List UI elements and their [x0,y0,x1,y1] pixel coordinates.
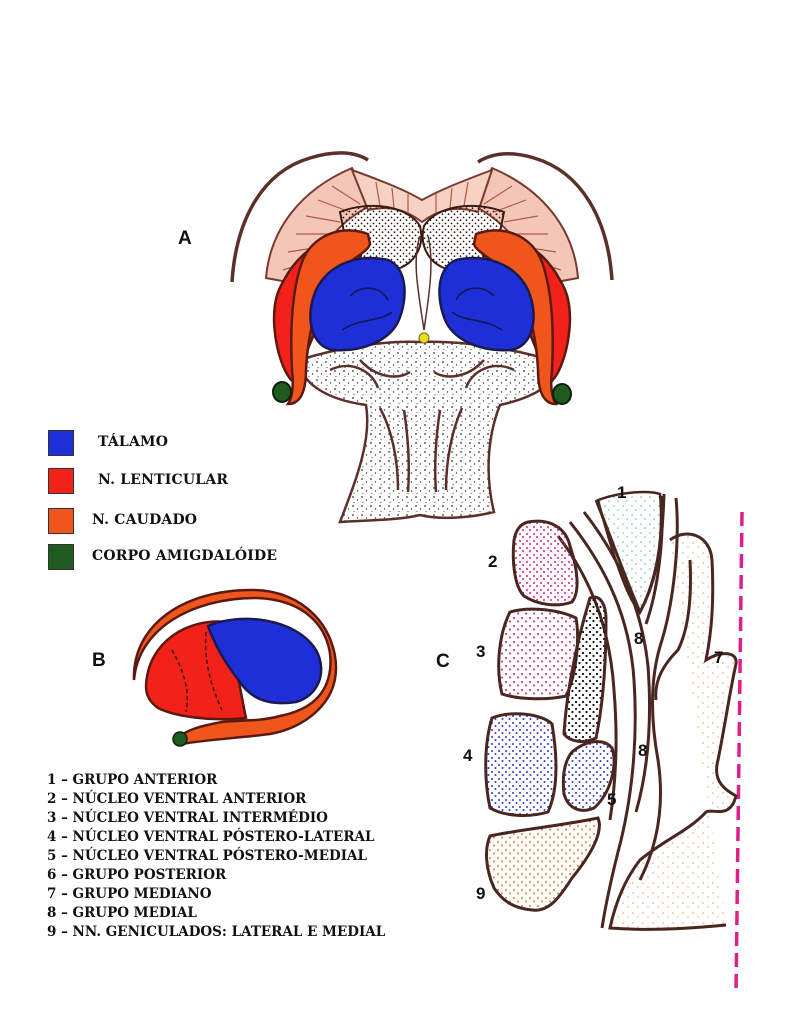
key-item: 3 – NÚCLEO VENTRAL INTERMÉDIO [47,810,328,826]
number-8-upper: 8 [634,629,644,648]
median-group-region [608,532,738,931]
central-yellow-dot [418,332,430,344]
key-item: 1 – GRUPO ANTERIOR [47,772,218,788]
figure-c-label: C [436,651,450,672]
right-amygdaloid-body [552,383,572,405]
legend-label: N. LENTICULAR [98,472,229,488]
key-item: 4 – NÚCLEO VENTRAL PÓSTERO-LATERAL [47,829,375,845]
geniculate-nuclei [485,816,601,912]
legend-swatch [48,430,74,456]
number-1: 1 [617,483,627,502]
figure-b-drawing [132,588,338,747]
figure-a-label: A [178,228,192,249]
legend-label: TÁLAMO [98,434,169,450]
amygdaloid-tail-b [172,731,188,747]
legend-item-amigdaloide: CORPO AMIGDALÓIDE [48,544,348,572]
legend-item-talamo: TÁLAMO [48,430,348,458]
figure-c-drawing [484,490,744,993]
midline-dashed [734,511,744,993]
legend-label: CORPO AMIGDALÓIDE [92,548,278,564]
number-8-lower: 8 [638,741,648,760]
key-item: 5 – NÚCLEO VENTRAL PÓSTERO-MEDIAL [47,848,367,864]
number-5: 5 [607,790,617,809]
left-amygdaloid-body [272,381,292,403]
left-outer-arc [230,151,369,283]
thalamus-b [206,617,323,705]
key-item: 2 – NÚCLEO VENTRAL ANTERIOR [47,791,307,807]
legend-swatch [48,468,74,494]
number-4: 4 [463,746,473,765]
legend-item-lenticular: N. LENTICULAR [48,468,348,496]
figure-a-drawing [230,151,614,524]
legend-swatch [48,544,74,570]
ventral-intermediate-nucleus [497,607,580,701]
right-outer-arc [477,152,614,281]
legend-swatch [48,508,74,534]
posterior-group [562,595,608,743]
legend-item-caudado: N. CAUDADO [48,508,348,536]
left-thalamus [309,256,406,352]
number-7: 7 [714,648,724,667]
right-thalamus [438,256,535,352]
number-3: 3 [476,642,486,661]
key-item: 7 – GRUPO MEDIANO [47,886,212,902]
figure-b-label: B [92,650,106,671]
ventral-posterolateral-nucleus [484,712,558,817]
ventral-anterior-nucleus [511,519,579,607]
legend-label: N. CAUDADO [92,512,198,528]
number-9: 9 [476,884,486,903]
key-item: 8 – GRUPO MEDIAL [47,905,197,921]
key-item: 9 – NN. GENICULADOS: LATERAL E MEDIAL [47,924,386,940]
brainstem-body [298,340,558,524]
key-item: 6 – GRUPO POSTERIOR [47,867,227,883]
number-2: 2 [488,552,498,571]
ventral-posteromedial-nucleus [561,740,616,812]
